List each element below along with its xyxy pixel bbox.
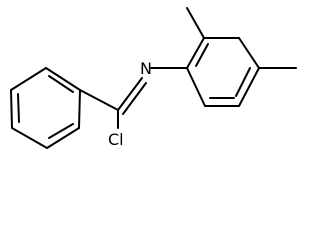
phenyl-ring-bond <box>78 89 81 129</box>
aryl-ring-bond <box>238 67 260 107</box>
phenyl-ring-bond <box>10 89 13 129</box>
phenyl-ring-bond <box>10 67 47 91</box>
aryl-ring-bond <box>186 37 205 69</box>
chlorine-atom-label: Cl <box>108 130 124 149</box>
nitrogen-atom-label: N <box>140 59 152 78</box>
phenyl-ring-bond <box>46 127 80 149</box>
phenyl-double-bond-inner <box>48 123 74 139</box>
aryl-carbon-bond <box>79 89 119 111</box>
imine-bond <box>117 77 143 111</box>
structure-canvas: N Cl <box>10 7 297 149</box>
aryl-ring-bond <box>186 67 206 107</box>
aryl-ring-bond <box>238 37 260 69</box>
aryl-double-bond-inner <box>235 67 251 97</box>
phenyl-double-bond-inner <box>48 75 74 93</box>
molecule-structure-diagram: N Cl <box>10 7 297 149</box>
ortho-methyl-bond <box>186 7 205 39</box>
phenyl-ring-bond <box>11 127 48 149</box>
aryl-double-bond-inner <box>195 43 209 67</box>
phenyl-double-bond-inner <box>17 93 20 123</box>
phenyl-ring-bond <box>45 67 81 91</box>
imine-bond-inner <box>122 82 147 115</box>
